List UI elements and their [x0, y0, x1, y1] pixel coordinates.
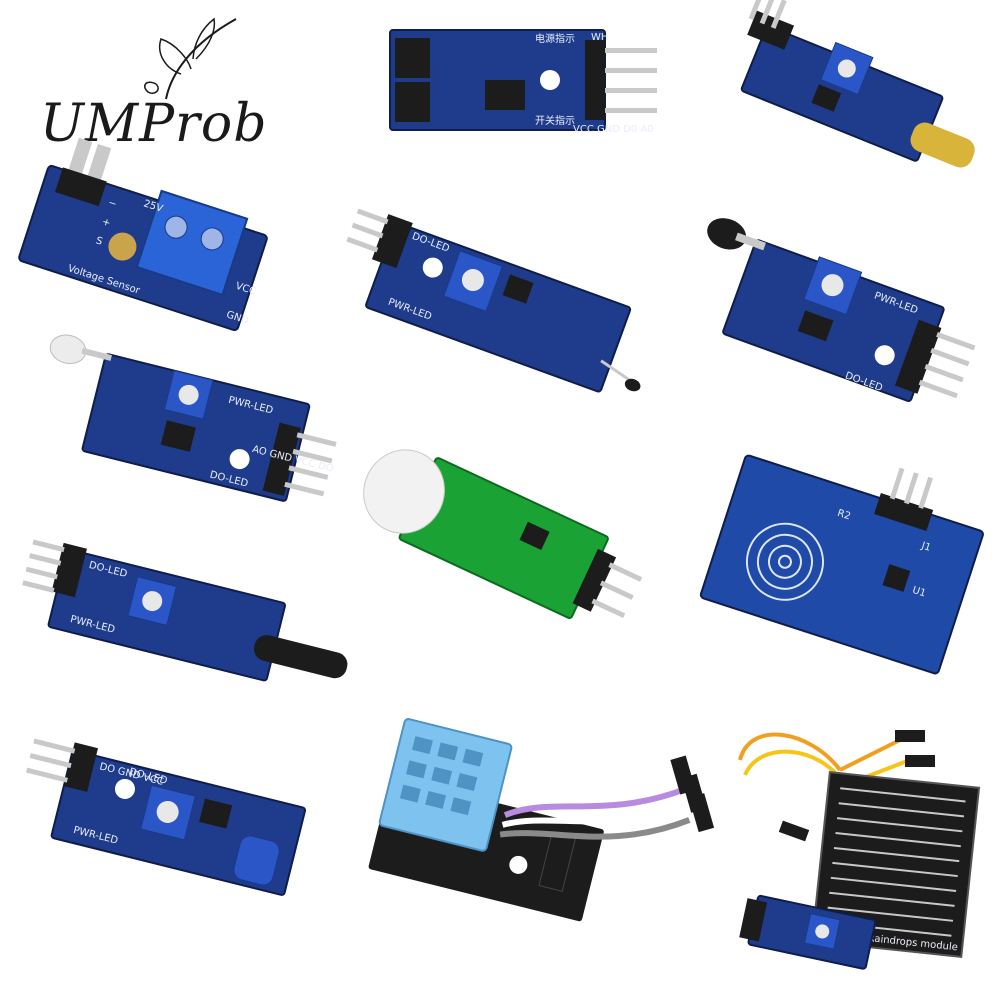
obstacle-sensor-module: 电源指示 开关指示 WH VCC GND D0 A0: [385, 20, 665, 145]
flame-sensor-module: PWR-LED DO-LED: [670, 218, 990, 435]
power-indicator-label: 电源指示: [535, 32, 575, 45]
raindrops-module: Raindrops module: [720, 700, 990, 995]
brand-name: UMProb: [40, 94, 268, 154]
switch-indicator-label: 开关指示: [535, 114, 575, 127]
top-pins-label: VCC GND D0 A0: [573, 124, 654, 135]
touch-j1-label: J1: [919, 540, 932, 554]
pir-sensor-module: [345, 430, 645, 665]
touch-r2-label: R2: [836, 508, 852, 523]
touch-u1-label: U1: [911, 585, 927, 600]
voltage-minus-label: −: [107, 197, 118, 210]
feather-quill-icon: [144, 17, 237, 100]
brand-logo: UMProb: [36, 14, 276, 164]
tilt-switch-module: PWR-LED DO-LED DO GND VCC: [15, 738, 315, 930]
vibration-probe-module: PWR-LED DO-LED: [15, 539, 355, 720]
thermistor-module: PWR-LED DO-LED: [330, 208, 650, 425]
voltage-sensor-module: Voltage Sensor 25V GND VCC − + S: [18, 137, 268, 343]
dht11-module: [368, 695, 715, 950]
voltage-s-label: S: [94, 235, 103, 247]
tilt-sensor-module: [720, 0, 990, 220]
voltage-plus-label: +: [100, 216, 111, 229]
top-wh-label: WH: [591, 32, 608, 43]
photo-led-sensor-module: PWR-LED DO-LED AO GND VCC DO: [30, 334, 340, 520]
touch-sensor-module: J1 R2 U1: [699, 440, 990, 675]
